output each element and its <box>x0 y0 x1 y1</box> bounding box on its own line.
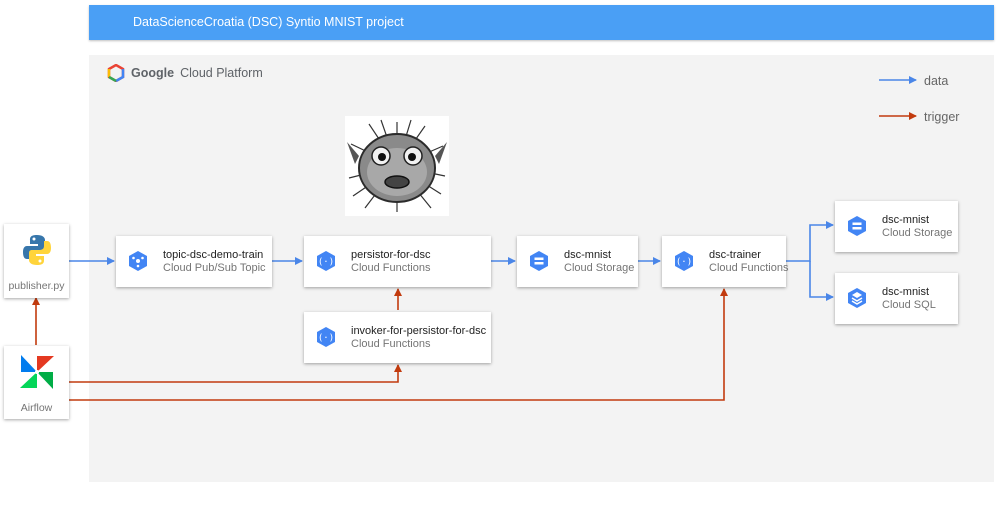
project-title: DataScienceCroatia (DSC) Syntio MNIST pr… <box>133 15 404 29</box>
node-trainer-name: dsc-trainer <box>709 249 761 261</box>
node-persistor-name: persistor-for-dsc <box>351 249 431 261</box>
trainer-to-sql <box>809 261 834 301</box>
node-invoker-service: Cloud Functions <box>351 338 431 350</box>
node-storage-output-name: dsc-mnist <box>882 214 930 226</box>
functions-icon: (·) <box>317 251 335 271</box>
pubsub-icon <box>129 251 147 271</box>
storage-icon <box>848 216 866 236</box>
sql-icon <box>848 288 866 308</box>
svg-text:(·): (·) <box>318 334 334 344</box>
airflow-to-invoker <box>69 364 402 383</box>
node-topic-service: Cloud Pub/Sub Topic <box>163 262 266 274</box>
node-sql-service: Cloud SQL <box>882 299 936 311</box>
node-topic-name: topic-dsc-demo-train <box>163 249 264 261</box>
svg-text:(·): (·) <box>318 258 334 268</box>
functions-icon: (·) <box>675 251 693 271</box>
airflow-icon <box>20 355 54 389</box>
svg-text:(·): (·) <box>676 258 692 268</box>
publisher-label: publisher.py <box>8 280 65 292</box>
node-storage-service: Cloud Storage <box>564 262 635 274</box>
pufferfish-image <box>345 116 449 216</box>
node-storage-output[interactable]: dsc-mnist Cloud Storage <box>835 201 958 252</box>
node-invoker[interactable]: (·) invoker-for-persistor-for-dsc Cloud … <box>304 312 491 363</box>
legend-trigger-label: trigger <box>924 110 960 124</box>
airflow-label: Airflow <box>20 402 53 414</box>
airflow-card[interactable]: Airflow <box>4 346 69 419</box>
node-trainer[interactable]: (·) dsc-trainer Cloud Functions <box>662 236 789 287</box>
airflow-to-trainer <box>69 288 728 401</box>
node-trainer-service: Cloud Functions <box>709 262 789 274</box>
node-persistor[interactable]: (·) persistor-for-dsc Cloud Functions <box>304 236 491 287</box>
node-sql[interactable]: dsc-mnist Cloud SQL <box>835 273 958 324</box>
gcp-brand: Google <box>131 66 175 80</box>
gcp-logo-icon <box>107 64 125 82</box>
trainer-to-storage2 <box>786 221 834 262</box>
gcp-product: Cloud Platform <box>180 66 263 80</box>
publisher-card[interactable]: publisher.py <box>4 224 69 298</box>
node-storage[interactable]: dsc-mnist Cloud Storage <box>517 236 638 287</box>
python-icon <box>23 235 51 265</box>
legend-data-label: data <box>924 74 949 88</box>
storage-icon <box>530 251 548 271</box>
node-sql-name: dsc-mnist <box>882 286 930 298</box>
node-storage-output-service: Cloud Storage <box>882 227 953 239</box>
gcp-label: Google Cloud Platform <box>107 64 263 82</box>
node-persistor-service: Cloud Functions <box>351 262 431 274</box>
title-bar: DataScienceCroatia (DSC) Syntio MNIST pr… <box>89 5 994 40</box>
functions-icon: (·) <box>317 327 335 347</box>
node-invoker-name: invoker-for-persistor-for-dsc <box>351 325 487 337</box>
node-topic[interactable]: topic-dsc-demo-train Cloud Pub/Sub Topic <box>116 236 272 287</box>
node-storage-name: dsc-mnist <box>564 249 612 261</box>
